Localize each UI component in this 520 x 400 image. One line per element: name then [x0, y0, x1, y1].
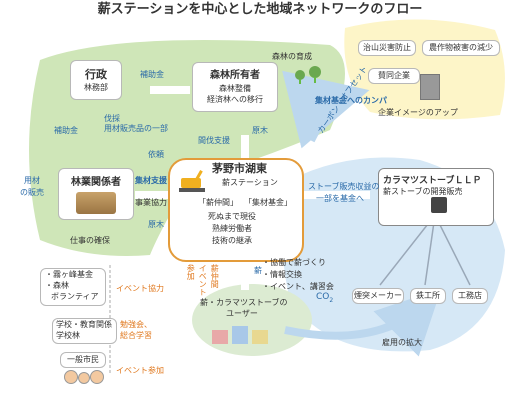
fund-line1: ・霧ヶ峰基金 [45, 270, 93, 279]
kanbatsu-label: 間伐支援 [198, 136, 230, 145]
building-icon [420, 74, 440, 100]
station-tag2: 「集材基金」 [244, 198, 292, 207]
page-title: 薪ステーションを中心とした地域ネットワークのフロー [97, 2, 423, 17]
shigoto-label: 仕事の確保 [70, 236, 110, 245]
excavator-icon [177, 170, 209, 192]
fund-line3: ボランティア [51, 292, 99, 301]
ironworks-label: 鉄工所 [416, 291, 440, 300]
maki-nakama2-label: イベント [198, 264, 208, 296]
event-kyoryoku-label: イベント協力 [116, 284, 164, 293]
jigyo-label: 事業協力 [135, 198, 167, 207]
houses-icon [212, 322, 282, 346]
maki-label: 薪 [254, 266, 262, 275]
llp-sub: 薪ストーブの開発販売 [383, 187, 463, 196]
kyogikai1-label: ・協働で薪づくり [262, 258, 326, 267]
users-name2: ユーザー [226, 309, 258, 318]
disaster-label: 治山災害防止 [363, 43, 411, 52]
stove-icon [431, 197, 447, 213]
smelter-label: 煙突メーカー [354, 291, 402, 300]
genboku2-label: 原木 [148, 220, 164, 229]
gyosei-sub: 林務部 [84, 83, 108, 92]
llp-name: カラマツストーブＬＬＰ [383, 176, 482, 186]
station-line1: 死ぬまで現役 [208, 212, 256, 221]
benkyo1-label: 勉強会、 [120, 320, 152, 329]
smelter-box: 煙突メーカー [352, 288, 404, 304]
kyogikai3-label: ・イベント、講習会 [262, 282, 334, 291]
citizen-label: 一般市民 [67, 355, 99, 364]
irai-label: 依頼 [148, 150, 164, 159]
stove-sales2-label: 一部を基金へ [316, 194, 364, 203]
school-line1: 学校・教育関係 [56, 320, 112, 329]
ringyo-name: 林業関係者 [71, 177, 121, 188]
genboku1-label: 原木 [252, 126, 268, 135]
hojokin2-label: 補助金 [54, 126, 78, 135]
users-name1: 薪・カラマツストーブの [200, 298, 288, 307]
lumber-icon [76, 192, 116, 214]
fund-line2: ・森林 [45, 281, 69, 290]
llp-box: カラマツストーブＬＬＰ 薪ストーブの開発販売 [378, 168, 494, 226]
event-sanka-label: イベント参加 [116, 366, 164, 375]
forest-growth-label: 森林の育成 [272, 52, 312, 61]
co2-label: CO2 [316, 292, 333, 305]
koyo-label: 雇用の拡大 [382, 338, 422, 347]
people-icon [64, 370, 104, 390]
shinrin-owner-sub2: 経済林への移行 [207, 95, 263, 104]
co2-text: CO [316, 292, 330, 302]
shinrin-owner-sub1: 森林整備 [219, 84, 251, 93]
station-box [168, 158, 304, 262]
gyosei-name: 行政 [85, 68, 107, 81]
maki-nakama3-label: 参加 [186, 264, 196, 280]
company-box: 賛同企業 [368, 68, 420, 84]
co2-subscript: 2 [329, 296, 334, 304]
station-line3: 技術の継承 [212, 236, 252, 245]
company-label: 賛同企業 [378, 71, 410, 80]
bassai1-label: 伐採 [104, 114, 120, 123]
station-line2: 熟練労働者 [212, 224, 252, 233]
station-tag1: 「薪仲間」 [198, 198, 238, 207]
school-box: 学校・教育関係 学校林 [52, 318, 117, 344]
crop-label: 農作物被害の減少 [429, 43, 493, 52]
bassai2-label: 用材販売品の一部 [104, 124, 168, 133]
ringyo-box: 林業関係者 [58, 168, 134, 220]
hardware-box: 工務店 [452, 288, 488, 304]
hardware-label: 工務店 [458, 291, 482, 300]
fund-box: ・霧ヶ峰基金 ・森林 ボランティア [40, 268, 106, 306]
school-line2: 学校林 [56, 331, 80, 340]
hojokin1-label: 補助金 [140, 70, 164, 79]
station-name: 茅野市湖東 [212, 162, 267, 175]
gyosei-box: 行政 林務部 [70, 60, 122, 100]
kikin-kanpa-label: 集材基金へのカンパ [315, 96, 387, 105]
stove-sales1-label: ストーブ販売収益の [308, 182, 380, 191]
image-up-label: 企業イメージのアップ [378, 108, 458, 117]
station-sub: 薪ステーション [222, 178, 278, 187]
shinrin-owner-box: 森林所有者 森林整備 経済林への移行 [192, 62, 278, 112]
citizen-box: 一般市民 [60, 352, 106, 368]
shuzai-label: 集材支援 [135, 176, 167, 185]
shinrin-owner-name: 森林所有者 [210, 70, 260, 81]
crop-box: 農作物被害の減少 [422, 40, 500, 56]
ironworks-box: 鉄工所 [410, 288, 446, 304]
yozai2-label: の販売 [20, 188, 44, 197]
benkyo2-label: 総合学習 [120, 331, 152, 340]
kyogikai2-label: ・情報交換 [262, 270, 302, 279]
disaster-box: 治山災害防止 [358, 40, 416, 56]
maki-nakama1-label: 薪仲間 [210, 264, 220, 288]
yozai1-label: 用材 [24, 176, 40, 185]
